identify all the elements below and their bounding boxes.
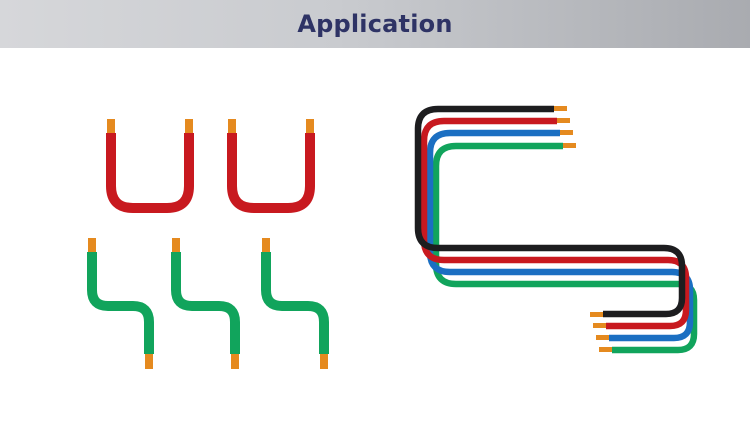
green-busbar-body [261,252,329,354]
blue-cable [426,129,694,342]
offset-busbar-3 [261,238,329,369]
conductor-tip [599,347,612,352]
conductor-tip [563,143,576,148]
red-busbar-body [227,133,315,213]
conductor-tip [88,238,96,254]
conductor-tip [145,352,153,369]
conductor-tip [228,119,236,135]
conductor-tip [306,119,314,135]
u-busbar-right [227,119,315,213]
conductor-tip [107,119,115,135]
red-cable [420,117,690,330]
conductor-tip [590,312,603,317]
offset-busbar-2 [171,238,240,369]
conductor-tip [557,118,570,123]
cable-application-illustration [87,105,698,369]
conductor-tip [262,238,270,254]
conductor-tip [172,238,180,254]
conductor-tip [554,106,567,111]
conductor-tip [593,323,606,328]
green-busbar-body [171,252,240,354]
u-busbar-left [106,119,194,213]
section-title: Application [297,10,453,38]
cable-bundle [414,105,698,354]
green-busbar-body [87,252,154,354]
conductor-tip [560,130,573,135]
green-cable [432,142,698,354]
red-busbar-body [106,133,194,213]
conductor-tip [596,335,609,340]
offset-busbar-1 [87,238,154,369]
conductor-tip [185,119,193,135]
section-header: Application [0,0,750,48]
black-cable [414,105,686,318]
conductor-tip [231,352,239,369]
conductor-tip [320,352,328,369]
